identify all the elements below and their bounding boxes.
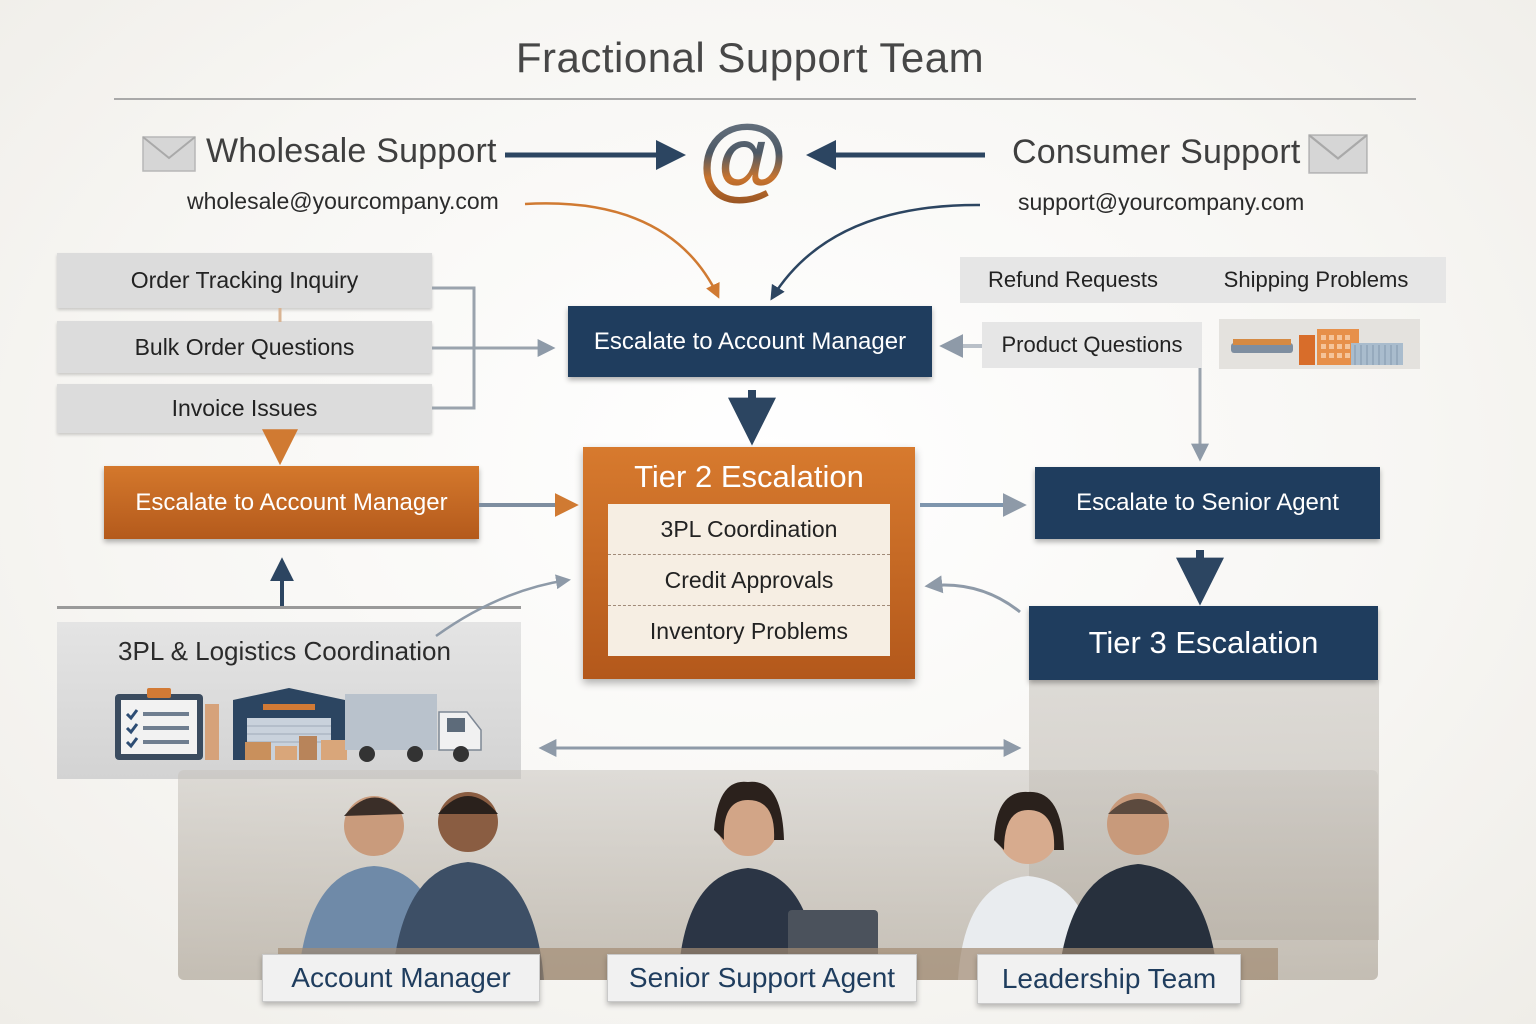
role-account-manager[interactable]: Account Manager xyxy=(262,954,540,1002)
wholesale-support-title: Wholesale Support xyxy=(206,132,497,170)
title-divider xyxy=(114,98,1416,100)
center-escalate-account-manager[interactable]: Escalate to Account Manager xyxy=(568,306,932,377)
wholesale-email[interactable]: wholesale@yourcompany.com xyxy=(187,188,499,214)
page-title: Fractional Support Team xyxy=(515,34,985,81)
at-sign-icon: @ xyxy=(693,108,793,208)
wholesale-item-bulk-order[interactable]: Bulk Order Questions xyxy=(57,321,432,373)
logistics-panel: 3PL & Logistics Coordination xyxy=(57,622,521,779)
team-people-illustration xyxy=(278,781,1278,980)
consumer-item-product[interactable]: Product Questions xyxy=(982,322,1202,368)
tier2-item-list: 3PL Coordination Credit Approvals Invent… xyxy=(608,504,890,656)
logistics-to-tier2-arrow xyxy=(435,574,571,638)
wholesale-email-arrow xyxy=(524,202,720,299)
wholesale-item-invoice[interactable]: Invoice Issues xyxy=(57,384,432,433)
tier2-title: Tier 2 Escalation xyxy=(634,459,864,494)
tier2-item-credit[interactable]: Credit Approvals xyxy=(608,555,890,606)
consumer-item-refund[interactable]: Refund Requests xyxy=(960,257,1186,303)
consumer-email-arrow xyxy=(770,203,981,301)
tier3-to-tier2-arrow xyxy=(924,575,1021,614)
logistics-divider xyxy=(57,606,521,609)
logistics-illustration xyxy=(115,688,482,762)
tier2-escalation-panel: Tier 2 Escalation 3PL Coordination Credi… xyxy=(583,447,915,679)
tier3-escalation-box[interactable]: Tier 3 Escalation xyxy=(1029,606,1378,680)
consumer-support-title: Consumer Support xyxy=(1012,133,1301,171)
role-senior-support-agent[interactable]: Senior Support Agent xyxy=(607,954,917,1002)
logistics-label: 3PL & Logistics Coordination xyxy=(118,636,451,666)
consumer-email[interactable]: support@yourcompany.com xyxy=(1018,189,1305,215)
consumer-escalate-senior-agent[interactable]: Escalate to Senior Agent xyxy=(1035,467,1380,539)
envelope-icon xyxy=(1308,134,1368,174)
wholesale-escalate-account-manager[interactable]: Escalate to Account Manager xyxy=(104,466,479,539)
tier2-item-inventory[interactable]: Inventory Problems xyxy=(649,617,849,644)
envelope-icon xyxy=(142,136,196,172)
role-leadership-team[interactable]: Leadership Team xyxy=(977,954,1241,1004)
shipping-illustration xyxy=(1219,319,1420,369)
wholesale-item-order-tracking[interactable]: Order Tracking Inquiry xyxy=(57,253,432,308)
tier2-item-3pl[interactable]: 3PL Coordination xyxy=(608,504,890,555)
consumer-item-shipping[interactable]: Shipping Problems xyxy=(1186,257,1446,303)
